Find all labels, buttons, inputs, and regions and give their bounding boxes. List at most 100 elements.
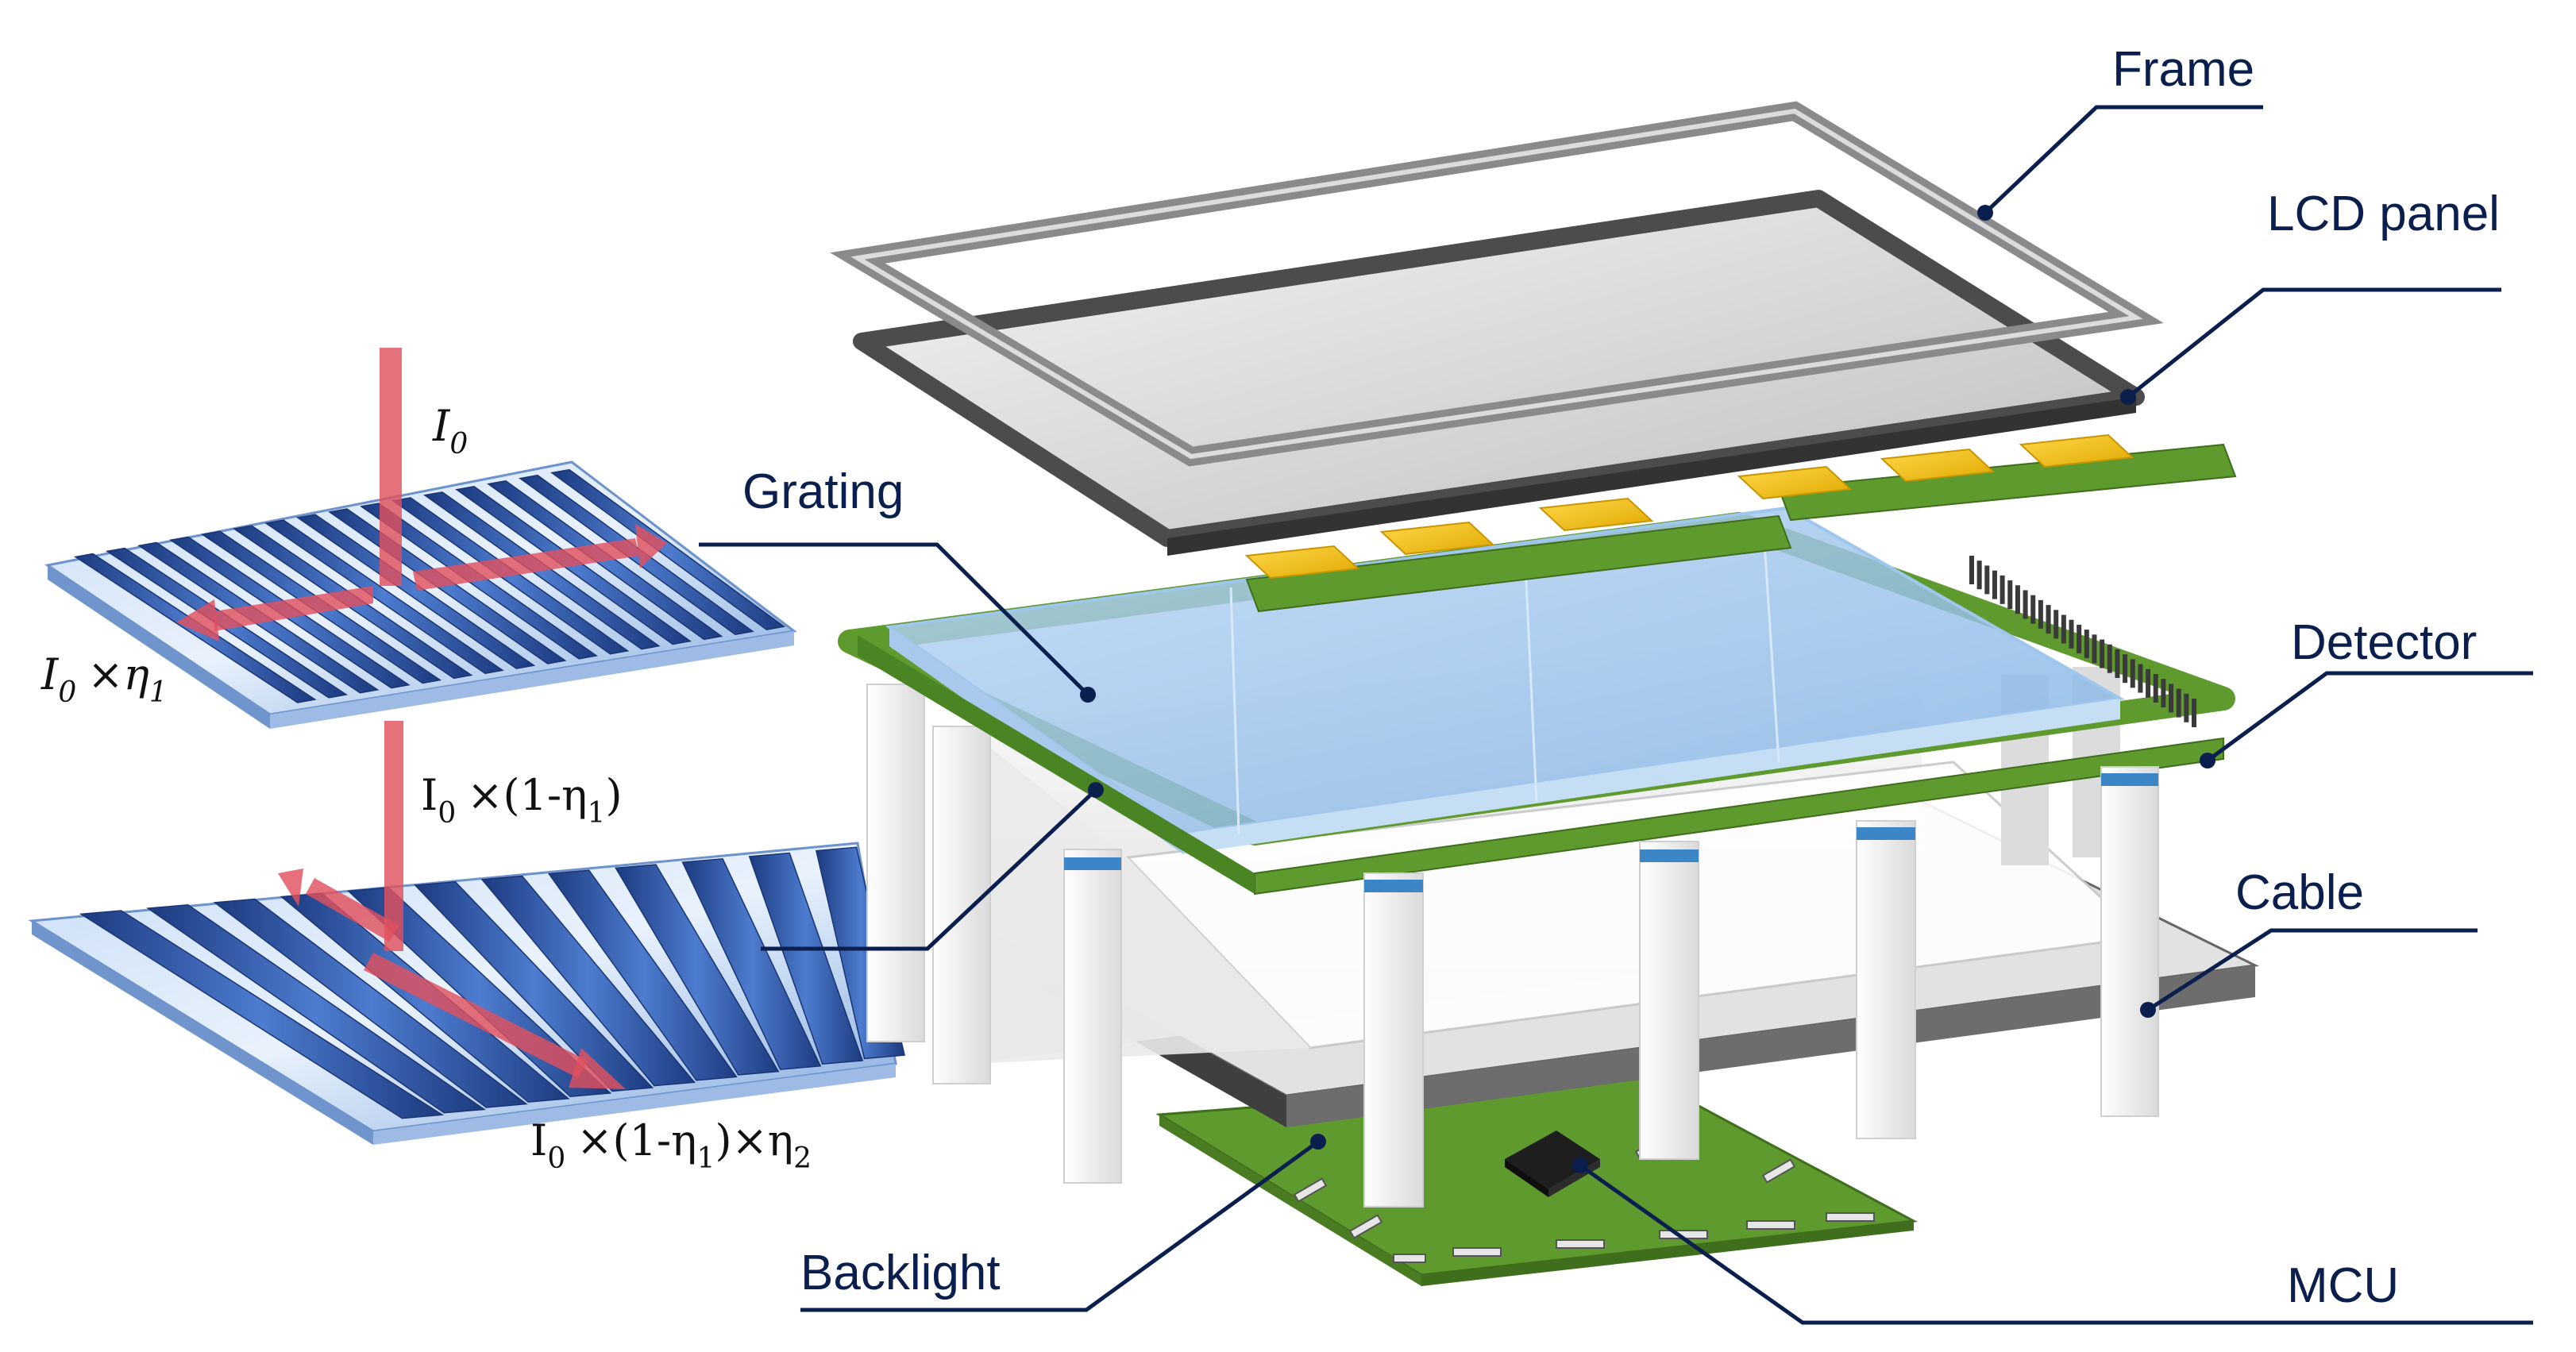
detector-pins — [1969, 556, 2196, 727]
detector-pin — [2146, 668, 2151, 698]
transmitted-beam — [384, 721, 403, 951]
detector-pin — [2100, 639, 2105, 668]
grating-bar — [681, 857, 822, 1070]
grating-bar — [480, 875, 696, 1087]
detector-pin — [1992, 570, 1997, 599]
formula-3-eta-sub1: 1 — [697, 1142, 715, 1175]
cables-front — [1063, 766, 2159, 1208]
grating-bar — [547, 869, 738, 1081]
light-beams — [176, 348, 667, 1089]
detector-pin — [2161, 679, 2166, 708]
grating-bar — [748, 852, 864, 1065]
mcu-board — [1155, 1075, 1918, 1286]
cable-front-3 — [1639, 841, 1699, 1160]
detector-pin — [1969, 556, 1974, 584]
detector-pin — [2061, 614, 2066, 644]
grating-bar — [146, 904, 487, 1114]
label-grating: Grating — [699, 464, 1104, 951]
lower-diffracted-beam-right-head — [569, 1048, 626, 1089]
formula-3-sub: 0 — [547, 1142, 565, 1175]
svg-text:I0×(1-η1): I0×(1-η1) — [421, 770, 623, 830]
diffracted-beam-left-head — [176, 599, 219, 641]
label-frame: Frame — [1977, 42, 2263, 221]
detector-pin — [2023, 590, 2028, 619]
svg-text:I0×η1: I0 ×η1 — [40, 649, 168, 709]
formula-i0-eta1-base: I — [40, 649, 60, 699]
formula-i0: I0 — [432, 401, 468, 460]
formula-i0-eta1-sub: 0 — [58, 676, 76, 709]
detector-pin — [1976, 560, 1982, 590]
detector-pin — [2069, 619, 2074, 649]
frame — [830, 101, 2164, 467]
cable-front-4 — [1856, 820, 1916, 1139]
label-mcu: MCU — [1572, 1157, 2533, 1325]
detector-pin — [2038, 599, 2043, 629]
diffracted-beam-right — [413, 538, 639, 591]
grating-bar — [550, 468, 786, 630]
formula-2-base: I — [421, 770, 438, 820]
formula-3-rest2: )×η — [715, 1115, 793, 1165]
formula-3-rest1: ×(1-η — [577, 1115, 696, 1165]
label-cable: Cable — [2140, 865, 2478, 1018]
formula-2-eta-sub: 1 — [588, 797, 606, 830]
grating-label: Grating — [742, 464, 904, 519]
formula-i0-eta1-eta-sub: 1 — [149, 676, 168, 709]
detector-pin — [2192, 699, 2196, 727]
cable-label: Cable — [2235, 865, 2364, 920]
detector-pin — [2115, 649, 2120, 678]
incident-beam — [380, 348, 402, 586]
formula-i0-base: I — [432, 401, 451, 451]
cable-front-2 — [1363, 872, 1424, 1208]
lcd-flex-boards — [1244, 433, 2237, 613]
label-detector: Detector — [2200, 615, 2533, 768]
detector-pin — [2123, 654, 2128, 684]
diffracted-beam-right-head — [635, 524, 667, 568]
detector-pin — [2176, 688, 2181, 718]
cable-front-1 — [1063, 849, 1122, 1184]
formula-2-sub: 0 — [438, 797, 456, 830]
grating-bar — [296, 514, 536, 669]
formula-3-base: I — [530, 1115, 547, 1165]
detector-pin — [2107, 644, 2112, 673]
lcd-panel-label: LCD panel — [2267, 187, 2500, 241]
detector-pin — [2138, 664, 2143, 693]
gold-pads — [1244, 433, 2134, 580]
detector-pin — [2092, 634, 2097, 664]
detector-label: Detector — [2291, 615, 2477, 670]
frame-label: Frame — [2112, 42, 2254, 97]
detector-pin — [2077, 624, 2082, 653]
formula-i0-full: I0 ×(1-η1)×η2 — [530, 1115, 812, 1175]
diffracted-beam-left — [214, 586, 373, 631]
detector-pin — [2007, 580, 2013, 610]
formula-i0-eta1-times: × — [87, 649, 123, 699]
detector-pin — [2084, 630, 2089, 659]
formula-3-eta-sub2: 2 — [793, 1142, 812, 1175]
detector-pin — [2030, 595, 2036, 624]
grating-bar — [79, 910, 445, 1119]
formula-i0-eta1: I0 ×η1 — [40, 649, 168, 709]
detector-pin — [2184, 693, 2189, 722]
svg-text:I0: I0 — [432, 401, 468, 460]
formula-i0-one-minus-eta1: I0×(1-η1) — [421, 770, 623, 830]
label-backlight: Backlight — [800, 1134, 1326, 1312]
grating-bar — [213, 898, 528, 1108]
lower-diffracted-beam-left — [306, 878, 399, 942]
formula-i0-sub: 0 — [449, 428, 468, 460]
detector-pin — [1984, 565, 1990, 595]
detector-pin — [1999, 575, 2005, 604]
detector-pin — [2046, 605, 2051, 634]
mcu-label: MCU — [2287, 1258, 2399, 1313]
cable-back-1 — [866, 684, 925, 1042]
formula-i0-eta1-eta: η — [124, 649, 149, 699]
detector-pin — [2015, 585, 2020, 614]
cable-back-2 — [932, 726, 991, 1084]
grating-bar — [615, 864, 780, 1076]
lower-diffracted-beam-right — [364, 953, 588, 1078]
detector-pin — [2153, 673, 2158, 703]
formula-2-close: ) — [605, 770, 622, 820]
lower-diffracted-beam-left-head — [278, 869, 303, 907]
backlight-label: Backlight — [800, 1246, 1001, 1300]
label-lcd-panel: LCD panel — [2120, 187, 2501, 405]
grating-bar — [360, 503, 598, 660]
